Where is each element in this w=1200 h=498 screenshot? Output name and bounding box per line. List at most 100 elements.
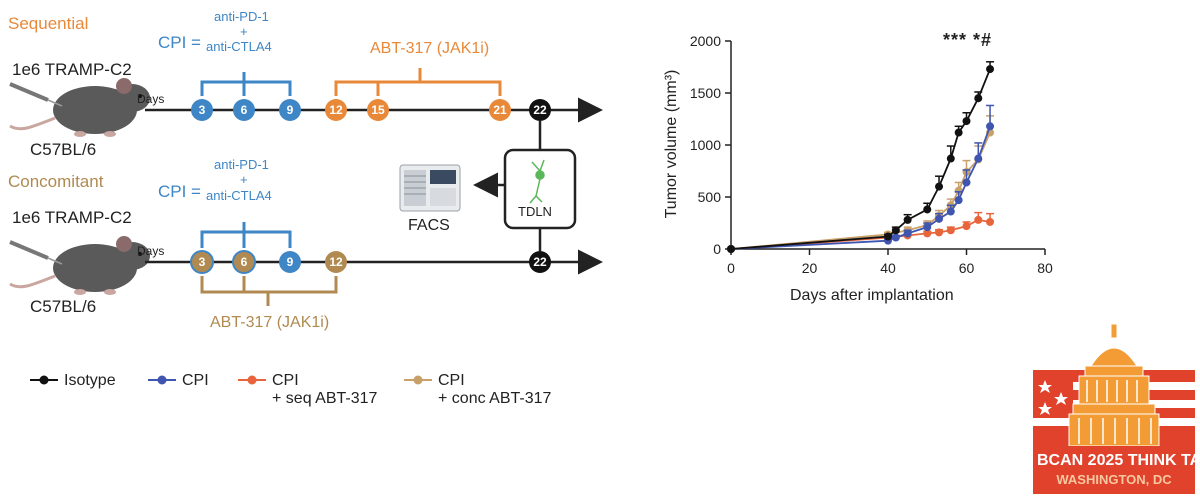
y-tick-label: 1500: [690, 85, 721, 101]
data-point: [935, 182, 944, 191]
data-point: [986, 217, 995, 226]
data-point: [946, 207, 955, 216]
x-tick-label: 20: [802, 260, 818, 276]
chart-ylabel: Tumor volume (mm³): [663, 69, 680, 219]
day-22-marker: [529, 251, 551, 273]
sequential-day-21: 21: [493, 103, 507, 117]
sequential-day-9: 9: [286, 103, 294, 117]
bcan-logo: BCAN 2025 THINK TANK WASHINGTON, DC: [1033, 322, 1195, 494]
concomitant-cpi-line2: anti-CTLA4: [206, 188, 272, 203]
data-point: [954, 128, 963, 137]
sequential-cpi-prefix: CPI =: [158, 33, 201, 52]
sequential-cpi-line2: anti-CTLA4: [206, 39, 272, 54]
day-22-marker: [529, 99, 551, 121]
day-3-marker: [190, 250, 214, 274]
day-21-marker: [489, 99, 511, 121]
data-point: [962, 117, 971, 126]
data-point: [923, 223, 932, 232]
sequential-day-markers: [191, 99, 551, 121]
sequential-day-6: 6: [240, 103, 248, 117]
concomitant-cpi-line1: anti-PD-1: [214, 157, 269, 172]
y-tick-label: 0: [713, 241, 721, 257]
data-point: [923, 229, 932, 238]
day-3-marker: [191, 99, 213, 121]
x-tick-label: 60: [959, 260, 975, 276]
sequential-cpi-bracket: [200, 72, 292, 96]
legend-label-cpi-conc-line2: + conc ABT-317: [438, 390, 552, 407]
legend-label-isotype: Isotype: [64, 372, 116, 389]
experimental-scheme: [9, 68, 603, 306]
legend-marker-cpi: [148, 375, 176, 385]
sequential-day-22: 22: [533, 103, 547, 117]
legend-label-cpi-seq-line1: CPI: [272, 372, 299, 389]
sequential-cells: 1e6 TRAMP-C2: [12, 60, 132, 79]
data-point: [903, 215, 912, 224]
x-tick-label: 0: [727, 260, 735, 276]
concomitant-jak-label: ABT-317 (JAK1i): [210, 314, 330, 331]
y-tick-label: 2000: [690, 33, 721, 49]
data-point: [962, 222, 971, 231]
flow-cytometer-icon: [399, 164, 461, 212]
concomitant-cells: 1e6 TRAMP-C2: [12, 208, 132, 227]
data-point: [727, 245, 735, 253]
data-point: [954, 196, 963, 205]
legend-marker-isotype: [30, 375, 58, 385]
data-point: [923, 205, 932, 214]
data-point: [891, 226, 900, 235]
concomitant-jak-bracket: [200, 276, 338, 306]
facs-label: FACS: [408, 217, 450, 234]
chart-xlabel: Days after implantation: [790, 287, 954, 304]
x-tick-label: 80: [1037, 260, 1053, 276]
legend-label-cpi-seq-line2: + seq ABT-317: [272, 390, 378, 407]
data-point: [946, 154, 955, 163]
neuron-icon: [529, 159, 545, 204]
data-point: [946, 226, 955, 235]
legend-marker-cpi-seq: [238, 375, 266, 385]
day-9-marker: [279, 99, 301, 121]
sequential-days-label: Days: [137, 92, 165, 106]
legend-marker-cpi-conc: [404, 375, 432, 385]
sequential-day-3: 3: [198, 103, 206, 117]
data-point: [891, 233, 900, 242]
sequential-day-15: 15: [371, 103, 385, 117]
logo-title: BCAN 2025 THINK TANK: [1037, 452, 1195, 469]
legend-item-cpi: CPI: [148, 372, 209, 390]
concomitant-strain: C57BL/6: [30, 297, 97, 316]
x-tick-label: 40: [880, 260, 896, 276]
legend-item-cpi-conc: CPI + conc ABT-317: [404, 372, 551, 408]
mouse-icon: [9, 78, 150, 137]
data-point: [962, 178, 971, 187]
concomitant-day-3: 3: [198, 255, 206, 269]
concomitant-label: Concomitant: [8, 172, 104, 191]
syringe-icon: [9, 82, 63, 107]
concomitant-day-22: 22: [533, 255, 547, 269]
concomitant-days-label: Days: [137, 244, 165, 258]
day-9-marker: [279, 251, 301, 273]
y-tick-label: 500: [698, 189, 722, 205]
sequential-cpi-line1: anti-PD-1: [214, 9, 269, 24]
y-tick-label: 1000: [690, 137, 721, 153]
data-point: [986, 65, 995, 74]
sequential-strain: C57BL/6: [30, 140, 97, 159]
tumor-volume-chart: 0 20 40 60 80 0 500 1000 1500 2000: [690, 33, 1053, 276]
day-12-marker: [325, 251, 347, 273]
concomitant-cpi-plus: +: [240, 172, 248, 187]
data-point: [974, 154, 983, 163]
data-point: [935, 214, 944, 223]
syringe-icon: [9, 240, 63, 265]
legend-label-cpi: CPI: [182, 372, 209, 389]
data-point: [884, 232, 892, 241]
day-15-marker: [367, 99, 389, 121]
tdln-label: TDLN: [518, 204, 552, 219]
legend-item-isotype: Isotype: [30, 372, 116, 390]
flag-stars-icon: [1038, 380, 1068, 415]
capitol-dome-icon: [1033, 323, 1195, 494]
concomitant-day-6: 6: [240, 255, 248, 269]
concomitant-day-12: 12: [329, 255, 343, 269]
data-point: [954, 186, 963, 195]
mouse-icon: [9, 236, 150, 295]
day-6-marker: [233, 99, 255, 121]
sequential-jak-bracket: [334, 68, 502, 96]
legend-label-cpi-conc-line1: CPI: [438, 372, 465, 389]
sequential-cpi-plus: +: [240, 24, 248, 39]
